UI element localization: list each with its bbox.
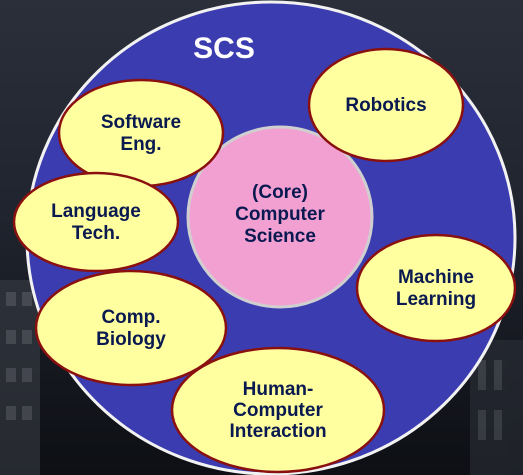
area-node-robotics: Robotics xyxy=(307,47,465,163)
label-line: Interaction xyxy=(229,421,326,442)
core-shape xyxy=(186,125,374,309)
label-line: Machine xyxy=(398,267,474,288)
label-line: Human- xyxy=(243,379,314,400)
area-shape-machine-learning xyxy=(355,233,517,343)
label-line: Learning xyxy=(396,289,476,310)
area-node-comp-biology: Comp.Biology xyxy=(34,269,228,387)
label-line: Biology xyxy=(96,329,166,350)
area-shape-robotics xyxy=(307,47,465,163)
label-line: Comp. xyxy=(101,307,160,328)
label-line: Computer xyxy=(235,204,325,225)
scs-title: SCS xyxy=(193,32,255,65)
area-label-comp-biology: Comp.Biology xyxy=(96,307,166,350)
label-line: (Core) xyxy=(252,182,308,203)
label-line: Tech. xyxy=(72,223,120,244)
area-shape-comp-biology xyxy=(34,269,228,387)
label-line: Science xyxy=(244,226,316,247)
area-shape-language-tech xyxy=(12,171,180,273)
area-label-robotics: Robotics xyxy=(345,95,426,116)
label-line: Language xyxy=(51,201,141,222)
label-line: Software xyxy=(101,112,181,133)
area-shape-software-eng xyxy=(57,78,225,188)
label-line: Computer xyxy=(233,400,323,421)
label-line: Eng. xyxy=(120,134,161,155)
background-buildings xyxy=(0,280,523,475)
area-shape-hci xyxy=(170,346,386,474)
label-line: Robotics xyxy=(345,95,426,116)
